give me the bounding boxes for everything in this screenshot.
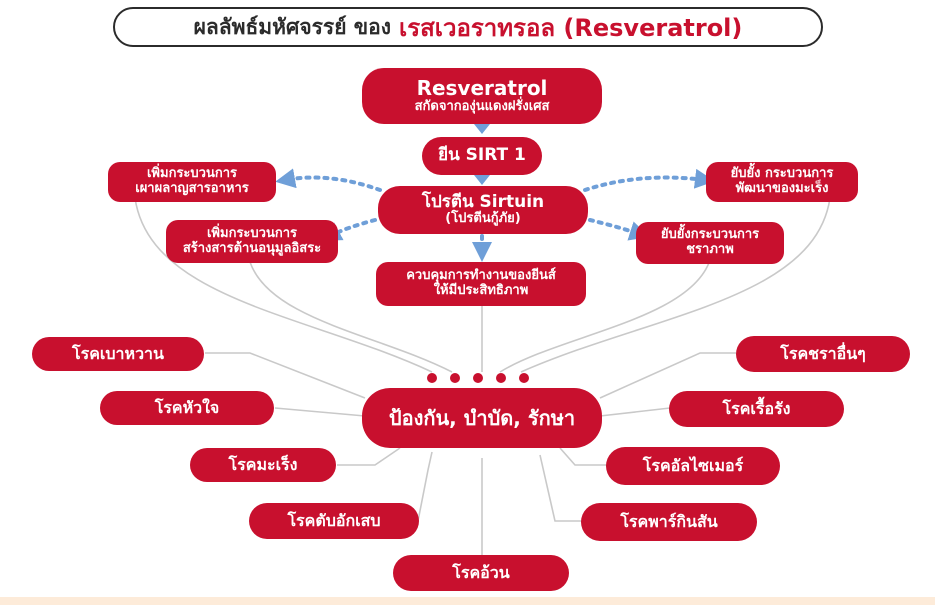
node-antioxidant: เพิ่มกระบวนการ สร้างสารต้านอนุมูลอิสระ bbox=[166, 220, 338, 263]
connector-dot bbox=[450, 373, 460, 383]
anti-aging-line2: ชราภาพ bbox=[686, 242, 734, 257]
disease-other-aging-label: โรคชราอื่นๆ bbox=[780, 343, 866, 363]
antioxidant-line2: สร้างสารต้านอนุมูลอิสระ bbox=[182, 240, 322, 256]
disease-parkinson: โรคพาร์กินสัน bbox=[581, 503, 757, 541]
bottom-band bbox=[0, 597, 935, 605]
node-sirtuin: โปรตีน Sirtuin (โปรตีนกู้ภัย) bbox=[378, 186, 588, 234]
disease-other-aging: โรคชราอื่นๆ bbox=[736, 336, 910, 372]
disease-chronic: โรคเรื้อรัง bbox=[669, 391, 844, 427]
gene-control-line1: ควบคุมการทำงานของยีนส์ bbox=[406, 268, 556, 284]
disease-heart-label: โรคหัวใจ bbox=[154, 397, 220, 417]
disease-heart: โรคหัวใจ bbox=[100, 391, 274, 425]
title-prefix: ผลลัพธ์มหัศจรรย์ ของ bbox=[193, 14, 392, 39]
diagram-title: ผลลัพธ์มหัศจรรย์ ของ เรสเวอราทรอล (Resve… bbox=[113, 7, 823, 47]
disease-alzheimer-label: โรคอัลไซเมอร์ bbox=[642, 455, 744, 475]
title-highlight: เรสเวอราทรอล (Resveratrol) bbox=[399, 13, 743, 42]
disease-parkinson-label: โรคพาร์กินสัน bbox=[620, 511, 718, 531]
anti-cancer-line1: ยับยั้ง กระบวนการ bbox=[730, 166, 834, 182]
prevent-label: ป้องกัน, บำบัด, รักษา bbox=[388, 405, 576, 430]
node-gene-control: ควบคุมการทำงานของยีนส์ ให้มีประสิทธิภาพ bbox=[376, 262, 586, 306]
dotted-arrow-metabolism bbox=[275, 168, 382, 192]
connector-dot bbox=[427, 373, 437, 383]
connector-dot bbox=[496, 373, 506, 383]
node-prevent: ป้องกัน, บำบัด, รักษา bbox=[362, 388, 602, 448]
disease-alzheimer: โรคอัลไซเมอร์ bbox=[606, 447, 780, 485]
disease-cancer-label: โรคมะเร็ง bbox=[228, 454, 298, 474]
connector-line bbox=[559, 447, 607, 466]
disease-diabetes: โรคเบาหวาน bbox=[32, 337, 204, 371]
connector-line bbox=[499, 259, 711, 373]
arrow-sirt1-to-sirtuin bbox=[474, 175, 490, 185]
resveratrol-title: Resveratrol bbox=[416, 76, 548, 101]
connector-line bbox=[337, 447, 401, 466]
metabolism-line2: เผาผลาญสารอาหาร bbox=[135, 181, 249, 196]
connector-line bbox=[134, 197, 433, 373]
connector-line bbox=[205, 352, 366, 399]
anti-cancer-line2: พัฒนาของมะเร็ง bbox=[735, 181, 829, 196]
dotted-arrow-anti-aging bbox=[588, 218, 650, 241]
disease-obesity: โรคอ้วน bbox=[393, 555, 569, 591]
connector-line bbox=[599, 407, 671, 417]
node-metabolism: เพิ่มกระบวนการ เผาผลาญสารอาหาร bbox=[108, 162, 276, 202]
connector-line bbox=[417, 451, 433, 522]
disease-obesity-label: โรคอ้วน bbox=[452, 562, 510, 582]
gene-control-line2: ให้มีประสิทธิภาพ bbox=[433, 283, 529, 298]
resveratrol-subtitle: สกัดจากองุ่นแดงฝรั่งเศส bbox=[414, 99, 550, 115]
disease-chronic-label: โรคเรื้อรัง bbox=[722, 398, 791, 418]
disease-hepatitis: โรคตับอักเสบ bbox=[249, 503, 419, 539]
anti-aging-line1: ยับยั้งกระบวนการ bbox=[660, 227, 760, 243]
connector-line bbox=[274, 407, 366, 417]
connector-line bbox=[520, 197, 831, 373]
sirtuin-subtitle: (โปรตีนกู้ภัย) bbox=[445, 211, 521, 227]
arrow-resv-to-sirt1 bbox=[474, 124, 490, 134]
node-anti-cancer: ยับยั้ง กระบวนการ พัฒนาของมะเร็ง bbox=[706, 162, 858, 202]
connector-dot bbox=[473, 373, 483, 383]
connector-dot bbox=[519, 373, 529, 383]
metabolism-line1: เพิ่มกระบวนการ bbox=[146, 166, 237, 182]
disease-hepatitis-label: โรคตับอักเสบ bbox=[287, 510, 381, 530]
node-anti-aging: ยับยั้งกระบวนการ ชราภาพ bbox=[636, 222, 784, 264]
connector-line bbox=[539, 454, 582, 522]
node-sirt1: ยีน SIRT 1 bbox=[422, 137, 542, 175]
connector-line bbox=[249, 261, 453, 373]
disease-diabetes-label: โรคเบาหวาน bbox=[72, 343, 164, 363]
antioxidant-line1: เพิ่มกระบวนการ bbox=[206, 225, 297, 241]
sirt1-label: ยีน SIRT 1 bbox=[438, 145, 526, 166]
sirtuin-title: โปรตีน Sirtuin bbox=[421, 191, 545, 212]
disease-cancer: โรคมะเร็ง bbox=[190, 448, 336, 482]
connector-line bbox=[599, 352, 736, 399]
dotted-arrow-anti-cancer bbox=[583, 168, 715, 192]
node-resveratrol: Resveratrol สกัดจากองุ่นแดงฝรั่งเศส bbox=[362, 68, 602, 124]
